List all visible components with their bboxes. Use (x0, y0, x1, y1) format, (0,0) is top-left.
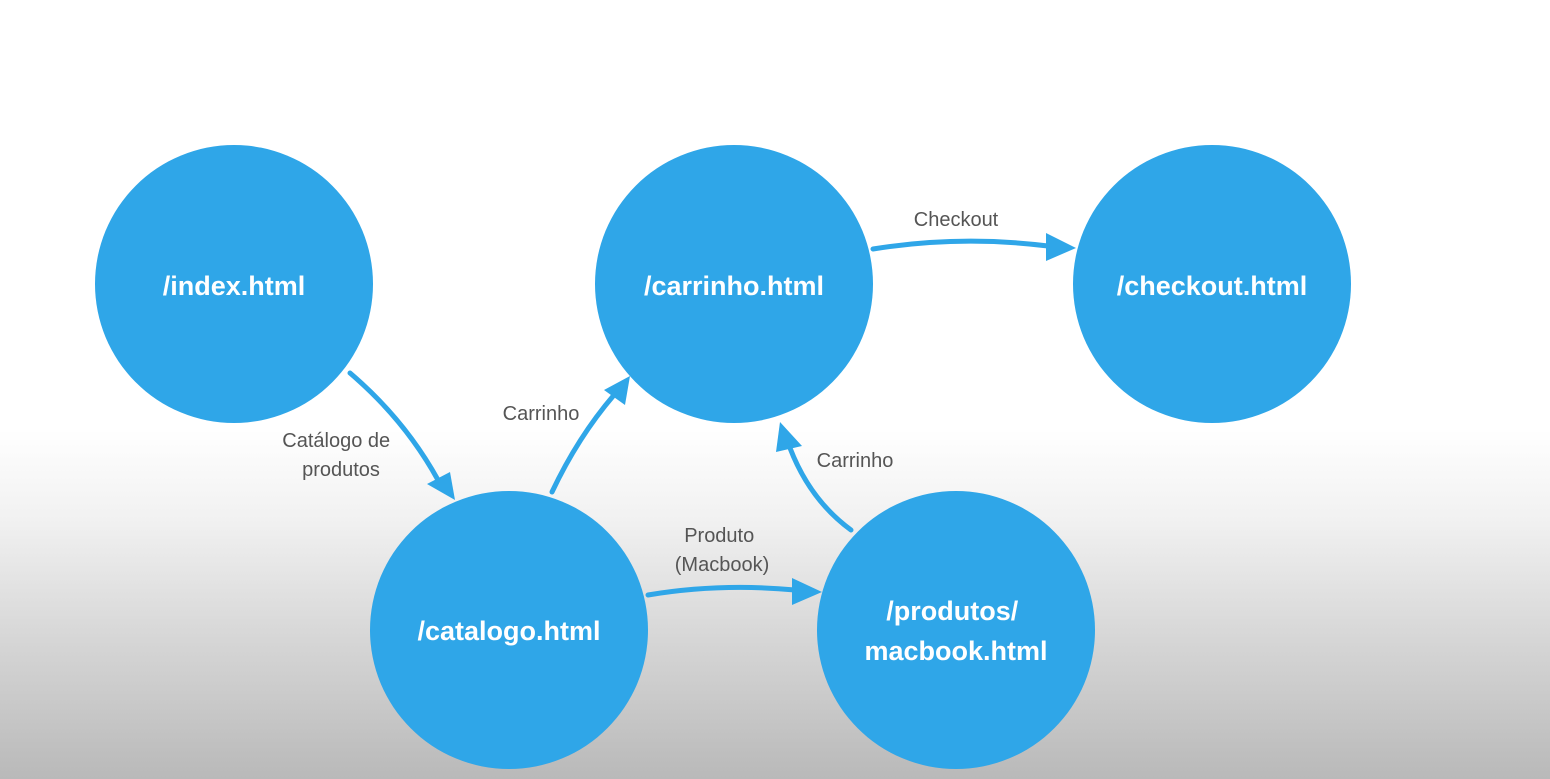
edge-line (645, 584, 798, 598)
edge-produtos-to-carrinho (776, 422, 854, 533)
node-label: /catalogo.html (417, 616, 600, 646)
arrow-head-icon (792, 578, 822, 605)
edge-label-line: produtos (302, 459, 380, 481)
edge-label-line: Produto (684, 525, 754, 547)
node-label: /index.html (163, 271, 306, 301)
edge-label-line: (Macbook) (675, 554, 769, 576)
node-circle (595, 145, 873, 423)
node-label-line: /produtos/ (886, 596, 1018, 626)
node-circle (370, 491, 648, 769)
node-index: /index.html (95, 145, 373, 423)
arrow-head-icon (776, 422, 802, 452)
arrow-head-icon (427, 472, 455, 500)
edge-line (347, 370, 441, 483)
arrow-head-icon (604, 376, 630, 405)
node-circle (817, 491, 1095, 769)
node-checkout: /checkout.html (1073, 145, 1351, 423)
edge-label-catalogo-de-produtos: Catálogo de produtos (282, 430, 395, 481)
edge-line (787, 445, 854, 533)
node-label-line: macbook.html (864, 636, 1047, 666)
node-carrinho: /carrinho.html (595, 145, 873, 423)
node-circle (95, 145, 373, 423)
node-label: /carrinho.html (644, 271, 824, 301)
node-circle (1073, 145, 1351, 423)
edge-label-carrinho-left: Carrinho (503, 403, 580, 425)
edge-carrinho-to-checkout (870, 233, 1076, 261)
edge-label-carrinho-right: Carrinho (817, 450, 894, 472)
arrow-head-icon (1046, 233, 1076, 261)
edge-catalogo-to-produtos (645, 578, 822, 605)
node-produtos-macbook: /produtos/ macbook.html (817, 491, 1095, 769)
node-label: /checkout.html (1117, 271, 1308, 301)
edge-catalogo-to-carrinho (549, 376, 630, 495)
edge-index-to-catalogo (347, 370, 455, 500)
edge-line (549, 392, 617, 495)
edge-label-produto-macbook: Produto (Macbook) (675, 525, 769, 576)
node-label: /produtos/ macbook.html (864, 596, 1047, 666)
edge-label-line: Catálogo de (282, 430, 390, 452)
node-catalogo: /catalogo.html (370, 491, 648, 769)
edge-label-checkout: Checkout (914, 209, 999, 231)
edge-line (870, 238, 1051, 252)
